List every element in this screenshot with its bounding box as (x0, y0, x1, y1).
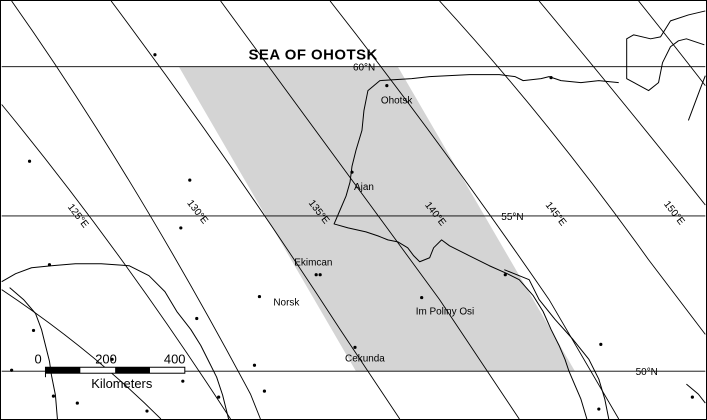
place-label-norsk: Norsk (273, 298, 299, 309)
coastline-west (1, 263, 230, 419)
latitude-label-60: 60°N (353, 63, 375, 74)
place-label-ajan: Ajan (354, 182, 374, 193)
site-markers (10, 53, 694, 413)
coastline-southeast (686, 383, 706, 404)
scale-unit-label: Kilometers (91, 376, 152, 391)
place-label-ekimcan: Ekimcan (294, 258, 332, 269)
longitude-label-145: 145°E (543, 200, 569, 228)
scale-tick-200: 200 (95, 351, 117, 366)
place-label-cekunda: Cekunda (345, 353, 385, 364)
scale-bar: 0 200 400 Kilometers (35, 351, 186, 391)
study-area-polygon (178, 66, 575, 372)
scale-tick-0: 0 (35, 351, 42, 366)
map-title: SEA OF OHOTSK (249, 47, 378, 64)
latitude-label-50: 50°N (636, 367, 658, 378)
coastline-mainland (333, 10, 706, 419)
longitude-label-150: 150°E (661, 199, 687, 227)
coastline-bay (9, 287, 58, 419)
place-label-ohotsk: Ohotsk (381, 96, 413, 107)
coastline-east (504, 269, 610, 419)
place-label-im-poliny-osi: Im Poliny Osi (416, 307, 475, 318)
scale-tick-400: 400 (164, 351, 186, 366)
longitude-label-130: 130°E (184, 198, 210, 226)
latitude-label-55: 55°N (501, 212, 523, 223)
